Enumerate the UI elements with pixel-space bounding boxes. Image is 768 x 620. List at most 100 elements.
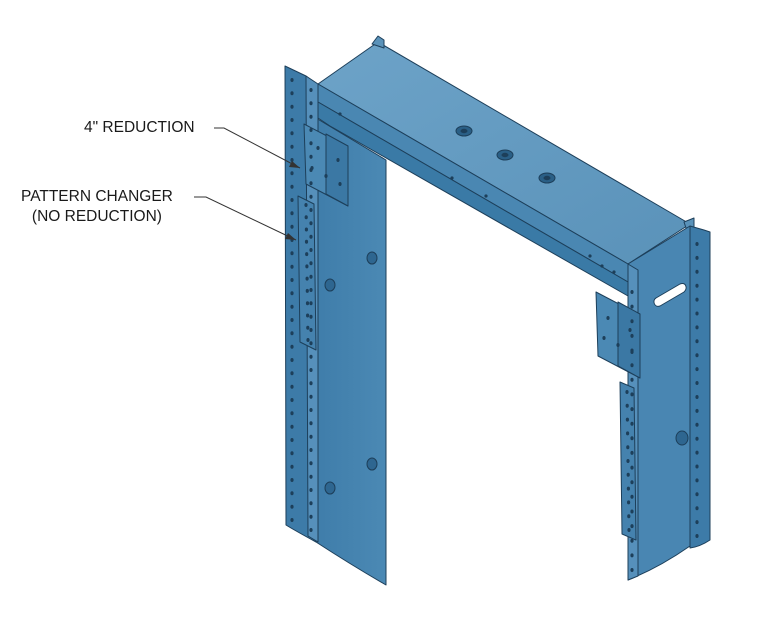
rail-hole: [338, 182, 342, 186]
pattern-changer-callout: PATTERN CHANGER (NO REDUCTION): [21, 187, 173, 227]
rail-hole: [309, 474, 313, 479]
rail-hole: [309, 301, 313, 306]
rail-hole: [290, 144, 294, 149]
rail-hole: [316, 146, 320, 150]
pattern-changer-label: PATTERN CHANGER: [21, 188, 173, 205]
rail-hole: [290, 211, 294, 216]
reduction-bracket-left-flange: [325, 133, 349, 207]
rail-hole: [309, 114, 313, 119]
rail-hole: [290, 438, 294, 442]
rail-hole: [695, 464, 699, 469]
rail-hole: [306, 338, 310, 342]
rail-hole: [309, 314, 313, 319]
rail-hole: [290, 318, 294, 322]
rail-hole: [309, 514, 313, 519]
rail-hole: [695, 325, 699, 330]
rail-hole: [695, 492, 699, 497]
rail-hole: [305, 252, 309, 257]
right-upright-front-rail: [689, 225, 711, 549]
rail-hole: [695, 534, 699, 538]
rail-hole: [309, 221, 313, 226]
rail-hole: [626, 459, 630, 463]
rail-hole: [304, 227, 308, 232]
rail-hole: [695, 395, 699, 399]
rail-hole: [290, 291, 294, 296]
rail-hole: [627, 500, 631, 505]
rail-hole: [290, 344, 294, 349]
rail-hole: [290, 78, 294, 82]
top-beam-rear-flange: [371, 35, 385, 49]
rail-hole: [626, 486, 631, 491]
rail-hole: [290, 198, 294, 202]
leader-arrow-pattern: [285, 233, 296, 240]
rail-hole: [290, 331, 294, 336]
rail-hole: [290, 91, 294, 96]
rail-hole: [309, 154, 313, 159]
rail-hole: [695, 506, 699, 511]
rail-hole: [290, 411, 294, 416]
rail-hole: [630, 377, 634, 382]
rail-hole: [309, 194, 313, 199]
rail-hole: [309, 234, 313, 239]
rail-hole: [625, 403, 629, 408]
rail-hole: [290, 491, 294, 496]
rail-hole: [290, 104, 294, 109]
rail-hole: [630, 436, 634, 441]
rail-hole: [630, 304, 634, 309]
rail-hole: [630, 509, 634, 514]
rail-hole: [290, 384, 294, 389]
rail-hole: [606, 316, 610, 320]
rail-hole: [630, 480, 634, 485]
rail-hole: [309, 261, 313, 266]
rail-hole: [630, 392, 634, 397]
rail-hole: [304, 239, 309, 244]
leader-arrow-reduction: [289, 161, 300, 168]
rail-hole: [630, 524, 634, 529]
rail-hole: [309, 381, 313, 386]
rail-hole: [630, 465, 634, 470]
rail-hole: [695, 283, 699, 288]
rail-hole: [309, 354, 313, 359]
rail-hole: [309, 208, 313, 212]
right-upright-slot: [653, 283, 687, 307]
rail-hole: [309, 274, 313, 279]
rail-hole: [324, 174, 328, 178]
rail-hole: [309, 128, 313, 132]
rail-hole: [309, 181, 313, 186]
rail-hole: [630, 363, 634, 368]
rail-hole: [290, 451, 294, 456]
reduction-bracket-right-flange: [617, 301, 641, 379]
rail-hole: [628, 328, 632, 332]
rail-hole: [695, 381, 699, 385]
rail-hole: [695, 255, 699, 260]
rail-hole: [305, 276, 309, 281]
rail-hole: [309, 341, 313, 346]
rail-hole: [695, 339, 699, 344]
rail-hole: [695, 311, 699, 316]
rail-hole: [309, 501, 313, 506]
rail-hole: [309, 408, 313, 412]
rail-hole: [290, 184, 294, 189]
rail-hole: [305, 301, 310, 306]
rail-hole: [336, 158, 340, 162]
rail-hole: [290, 304, 294, 309]
rail-hole: [309, 421, 313, 426]
rail-hole: [290, 371, 294, 376]
rail-hole: [626, 431, 630, 436]
rail-hole: [630, 538, 634, 543]
reduction-callout-label: 4" REDUCTION: [84, 119, 195, 136]
rail-hole: [309, 368, 313, 372]
rail-hole: [630, 494, 634, 499]
rail-hole: [290, 478, 294, 482]
rail-hole: [695, 353, 699, 358]
rail-hole: [695, 478, 699, 483]
rail-hole: [309, 88, 313, 92]
rail-hole: [306, 313, 310, 318]
rail-hole: [306, 325, 310, 330]
rail-hole: [630, 421, 634, 426]
rail-hole: [305, 264, 309, 269]
rail-hole: [290, 464, 294, 469]
rail-hole: [616, 343, 620, 347]
rail-hole: [290, 424, 294, 429]
rail-hole: [304, 215, 308, 220]
